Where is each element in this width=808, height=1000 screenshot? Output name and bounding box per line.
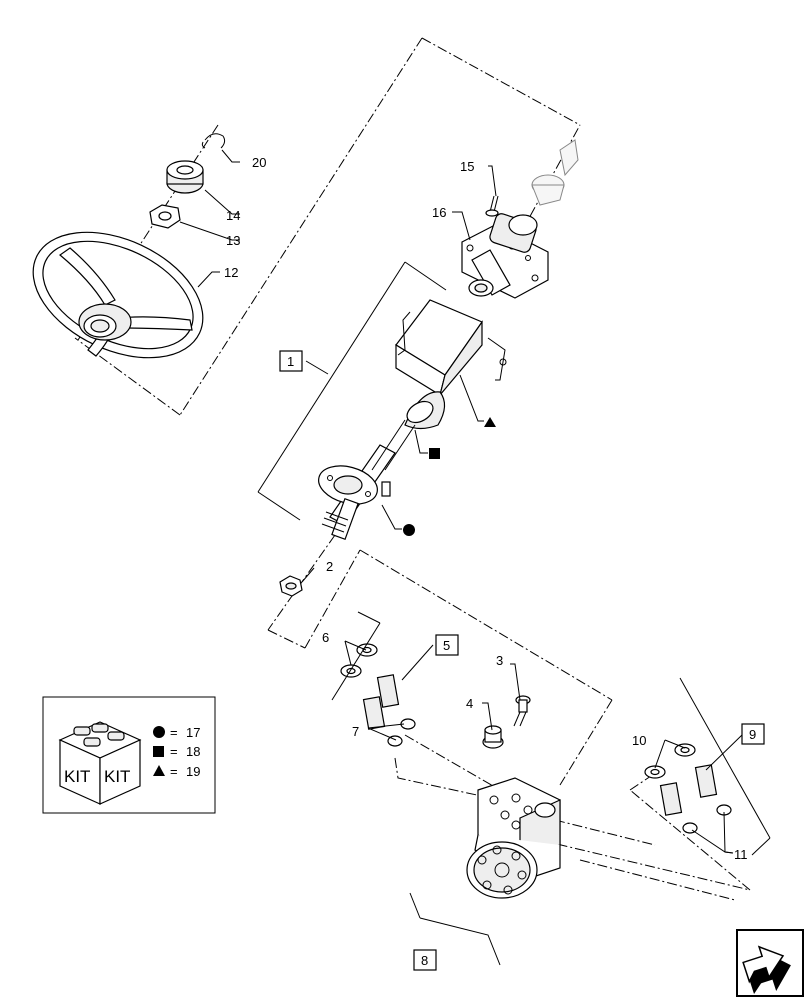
circle-symbol: [403, 524, 415, 536]
group-brackets: [257, 261, 771, 966]
steering-wheel-part-12: [32, 231, 204, 359]
callout-7: 7: [352, 724, 359, 739]
legend-value-19: 19: [186, 764, 200, 779]
callout-16: 16: [432, 205, 446, 220]
bracket-part-16: [461, 213, 549, 299]
snap-ring-part-20: [201, 133, 226, 149]
callout-11: 11: [734, 847, 748, 862]
fittings-part-9: [659, 764, 718, 816]
callout-2: 2: [326, 559, 333, 574]
legend-equals-2: =: [170, 744, 178, 759]
callout-8: 8: [421, 953, 428, 968]
callout-12: 12: [224, 265, 238, 280]
legend-triangle-symbol: [153, 765, 165, 776]
legend-square-symbol: [153, 746, 164, 757]
steering-valve: [466, 777, 561, 899]
screw-part-15: [485, 195, 499, 217]
legend-equals-3: =: [170, 764, 178, 779]
o-rings-part-7: [387, 718, 416, 747]
legend-circle-symbol: [153, 726, 165, 738]
steering-column-part-1: [318, 299, 507, 541]
square-symbol: [429, 448, 440, 459]
callout-15: 15: [460, 159, 474, 174]
triangle-symbol: [484, 417, 496, 427]
switch-connector: [531, 139, 579, 206]
callout-6: 6: [322, 630, 329, 645]
coupling-part-2: [279, 575, 303, 597]
callout-box-1: 1: [279, 350, 303, 372]
fittings-part-5: [362, 674, 400, 730]
legend-equals-1: =: [170, 725, 178, 740]
legend-value-17: 17: [186, 725, 200, 740]
kit-box-icon: KIT KIT: [58, 721, 142, 805]
plug-part-4: [482, 725, 504, 749]
callouts: 20 14 13 12 15 16 2 3 4 6 7 10 11 1 5 9 …: [224, 155, 765, 971]
callout-box-9: 9: [741, 723, 765, 745]
callout-20: 20: [252, 155, 266, 170]
kit-label-left: KIT: [64, 767, 90, 786]
callout-box-5: 5: [435, 634, 459, 656]
callout-box-8: 8: [413, 949, 437, 971]
callout-4: 4: [466, 696, 473, 711]
kit-label-right: KIT: [104, 767, 130, 786]
cap-part-14: [166, 160, 204, 194]
screw-part-3: [513, 695, 531, 727]
kit-legend: KIT KIT = 17 = 18 = 19: [42, 696, 216, 814]
legend-value-18: 18: [186, 744, 200, 759]
callout-5: 5: [443, 638, 450, 653]
callout-10: 10: [632, 733, 646, 748]
next-page-arrow-icon[interactable]: [736, 929, 804, 998]
callout-3: 3: [496, 653, 503, 668]
callout-13: 13: [226, 233, 240, 248]
leader-lines: [179, 149, 743, 854]
callout-9: 9: [749, 727, 756, 742]
nut-part-13: [149, 204, 181, 229]
washers-part-6: [340, 643, 378, 678]
washers-part-10: [644, 743, 696, 779]
callout-14: 14: [226, 208, 240, 223]
callout-1: 1: [287, 354, 294, 369]
